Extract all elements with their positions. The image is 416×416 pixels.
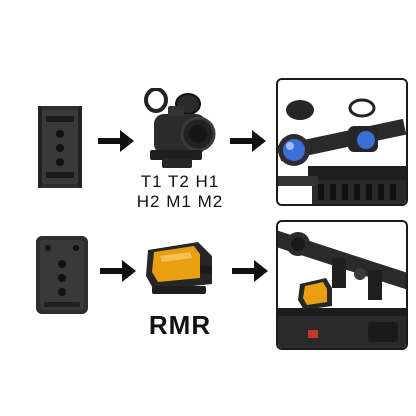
mount-plate-t1 <box>38 106 82 188</box>
compatible-models-line-1: T1 T2 H1 <box>140 172 220 191</box>
arrow-right-icon <box>232 260 268 282</box>
rmr-sight <box>146 242 212 294</box>
red-dot-sight-t1 <box>144 88 216 168</box>
arrow-right-icon <box>230 130 266 152</box>
rmr-label: RMR <box>148 310 212 340</box>
mounted-rmr-photo <box>276 220 408 350</box>
compatible-models-line-2: H2 M1 M2 <box>136 192 224 211</box>
arrow-right-icon <box>100 260 136 282</box>
mount-plate-rmr <box>36 236 88 314</box>
mounted-t1-photo <box>276 78 408 206</box>
arrow-right-icon <box>98 130 134 152</box>
scope-rifle-image <box>278 80 406 204</box>
scope-rmr-rifle-image <box>278 222 406 348</box>
